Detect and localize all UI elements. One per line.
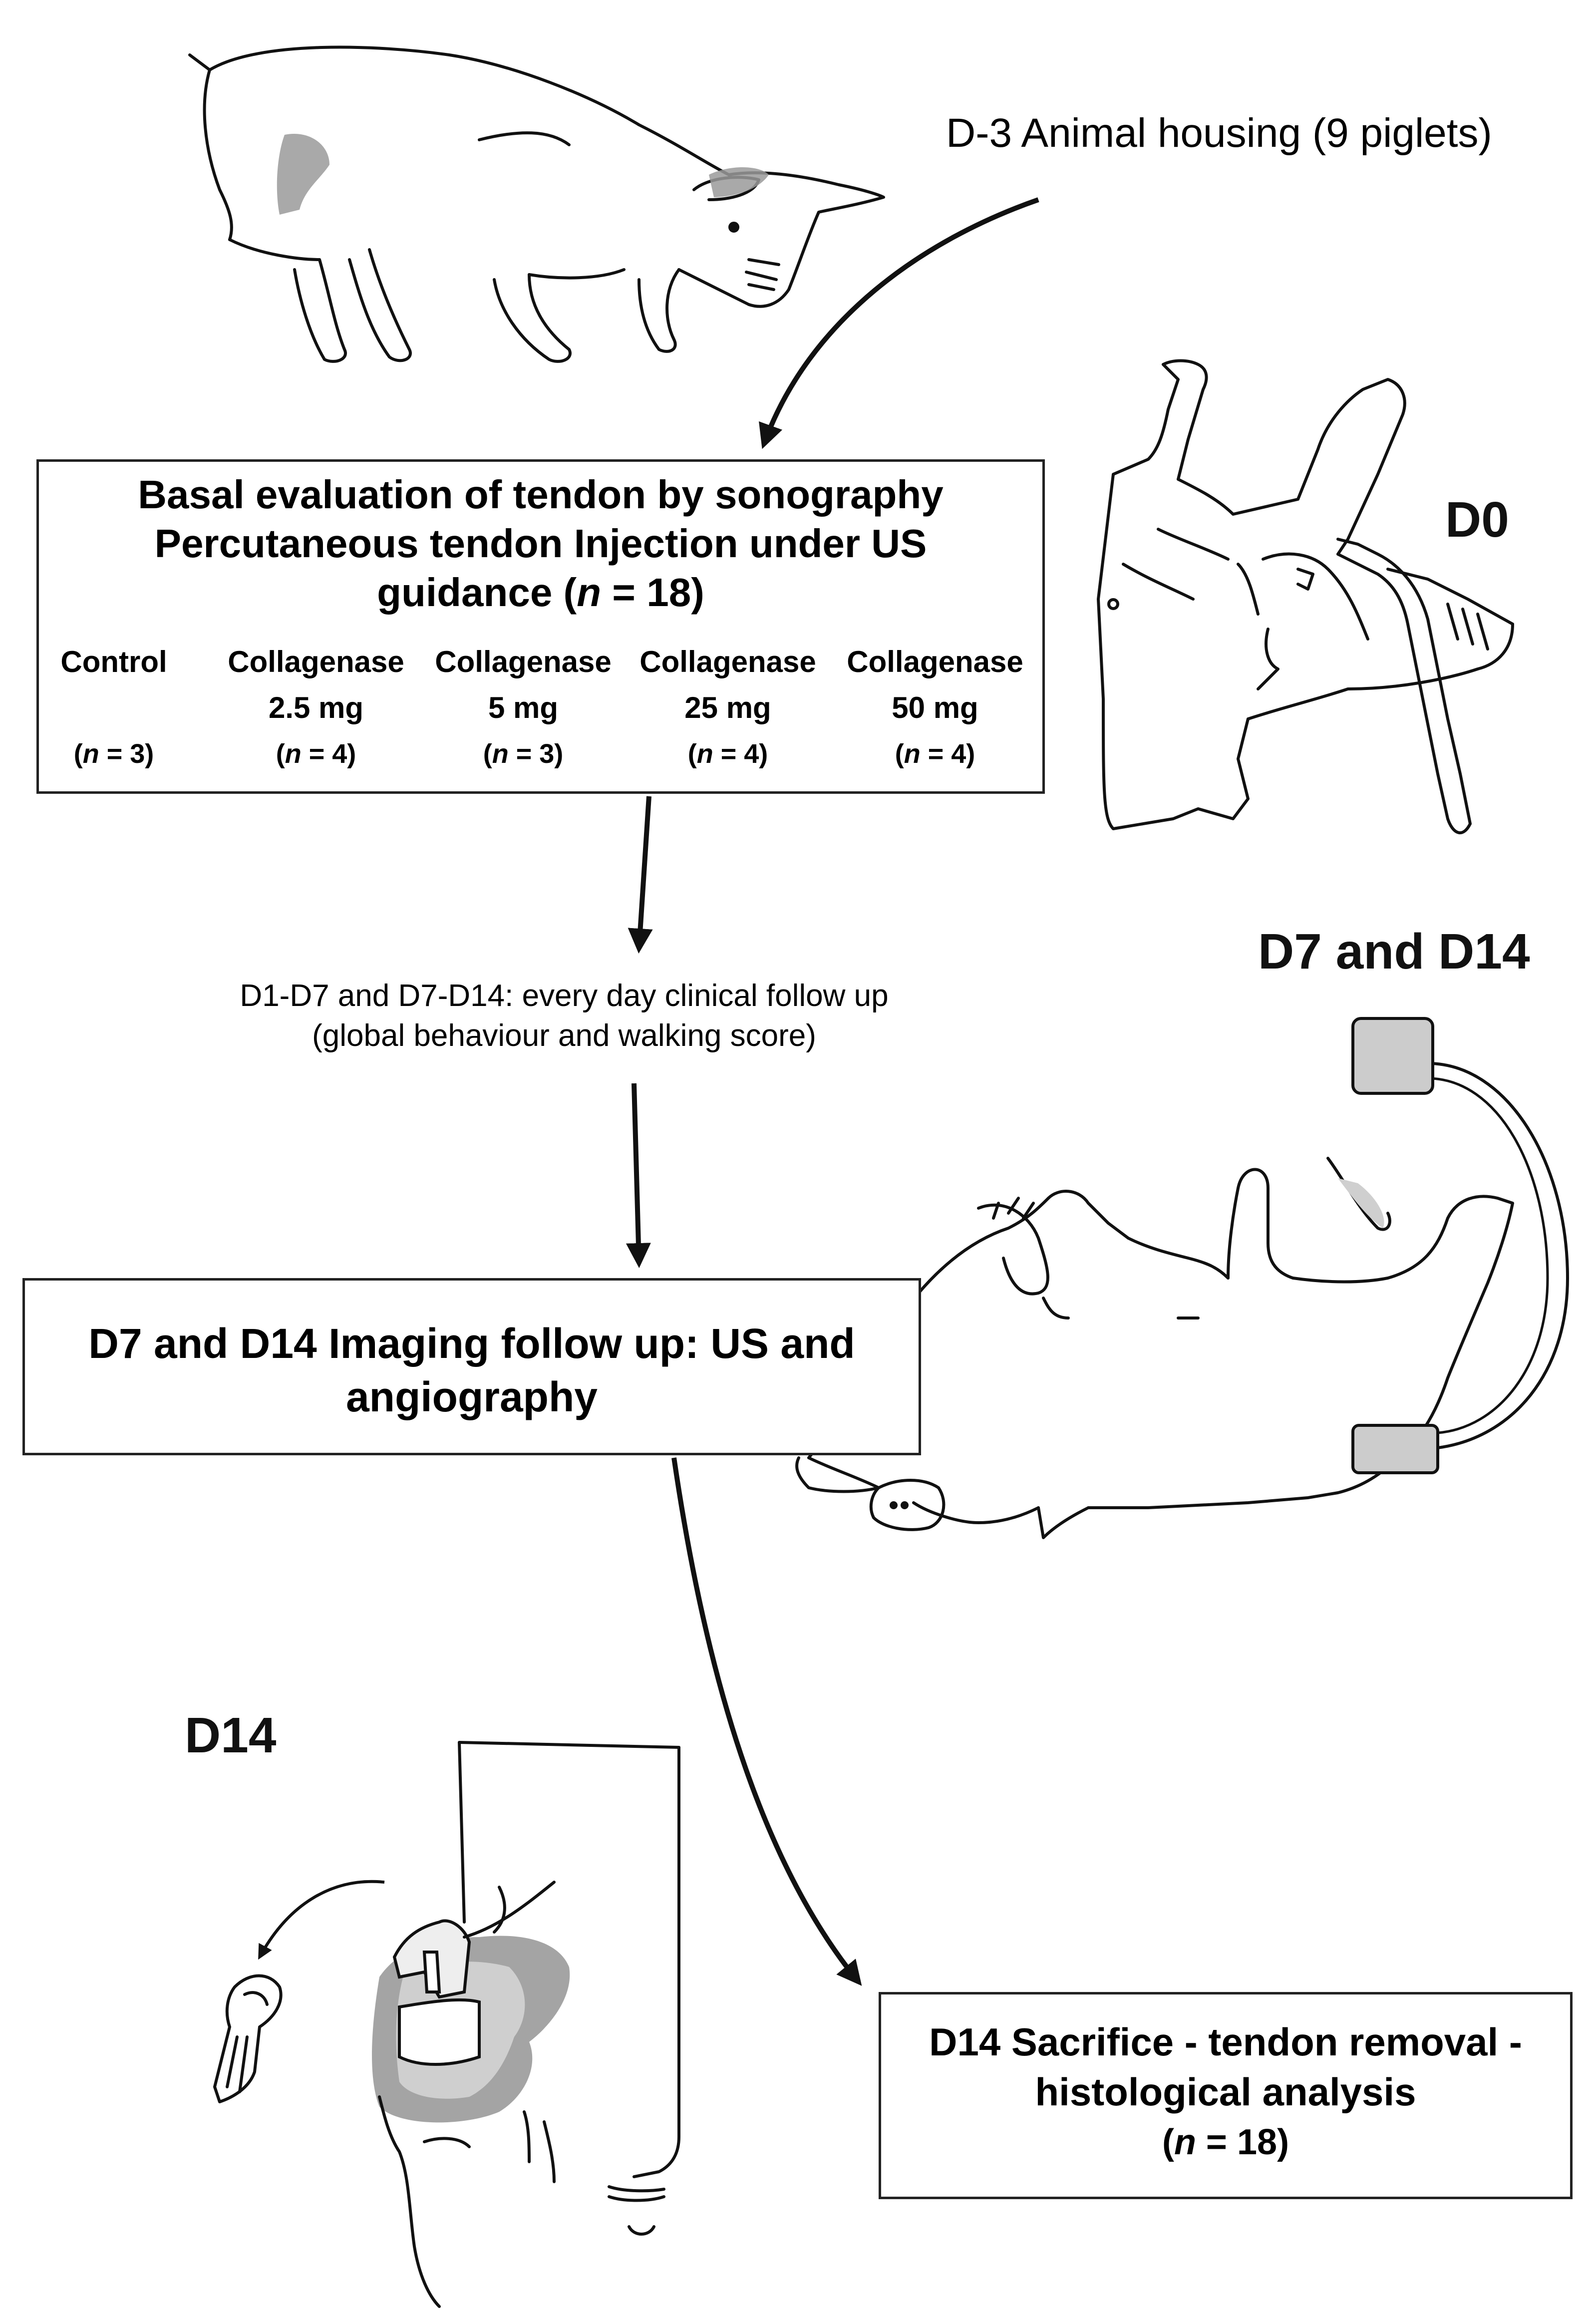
sacrifice-line1: D14 Sacrifice - tendon removal - [929, 2020, 1522, 2064]
snout-nostril-left [890, 1501, 898, 1509]
piglet-shoulder-shading [277, 134, 329, 215]
removal-arrow [258, 1880, 385, 1960]
lying-piglet-ear-shading [1338, 1178, 1384, 1228]
followup-line2: (global behaviour and walking score) [312, 1018, 816, 1053]
group-collagenase-50mg: Collagenase 50 mg (n = 4) [830, 639, 1040, 777]
group-n: (n = 3) [73, 739, 154, 769]
arrow-imaging-to-sacrifice [671, 1457, 862, 1986]
group-name: Collagenase [639, 645, 816, 678]
arrow-housing-to-basal [759, 197, 1039, 449]
group-n: (n = 4) [276, 739, 356, 769]
basal-title-line1: Basal evaluation of tendon by sonography [138, 472, 944, 517]
n-symbol: n [577, 570, 602, 615]
basal-evaluation-box: Basal evaluation of tendon by sonography… [36, 459, 1045, 794]
group-collagenase-5mg: Collagenase 5 mg (n = 3) [418, 639, 628, 777]
followup-line1: D1-D7 and D7-D14: every day clinical fol… [240, 979, 889, 1013]
imaging-line2: angiography [345, 1373, 598, 1420]
group-name: Collagenase [435, 645, 612, 678]
tendon-specimen-illustration [213, 1974, 283, 2103]
group-dose: 2.5 mg [268, 691, 364, 724]
group-dose [39, 685, 189, 731]
imaging-line1: D7 and D14 Imaging follow up: US and [88, 1320, 855, 1367]
label-d14: D14 [185, 1707, 277, 1763]
basal-title-line3: guidance (n = 18) [39, 570, 1042, 616]
snout-nostril-right [901, 1501, 909, 1509]
group-collagenase-25mg: Collagenase 25 mg (n = 4) [623, 639, 833, 777]
sacrifice-n: (n = 18) [1162, 2122, 1289, 2162]
group-name: Control [60, 645, 167, 678]
basal-n-value: = 18) [601, 570, 704, 615]
group-n: (n = 4) [687, 739, 768, 769]
shoulder-dissection-illustration [372, 1919, 570, 2123]
group-n: (n = 3) [483, 739, 564, 769]
imaging-followup-box: D7 and D14 Imaging follow up: US and ang… [22, 1278, 921, 1455]
group-name: Collagenase [228, 645, 404, 678]
sacrifice-box: D14 Sacrifice - tendon removal - histolo… [879, 1992, 1573, 2199]
label-d7-d14: D7 and D14 [1258, 924, 1530, 980]
group-name: Collagenase [847, 645, 1023, 678]
arrow-basal-to-followup [628, 796, 653, 954]
group-dose: 50 mg [892, 691, 978, 724]
housing-step-text: D-3 Animal housing (9 piglets) [946, 110, 1492, 156]
piglet-ear-shading [709, 167, 769, 197]
basal-guidance-text: guidance ( [377, 570, 577, 615]
group-dose: 25 mg [684, 691, 771, 724]
piglet-lying-illustration [795, 1157, 1514, 1539]
sacrifice-line2: histological analysis [1035, 2070, 1416, 2114]
shoulder-injection-illustration [1097, 359, 1514, 835]
group-collagenase-2-5mg: Collagenase 2.5 mg (n = 4) [211, 639, 421, 777]
group-control: Control (n = 3) [39, 639, 189, 777]
angiography-device [1351, 1017, 1570, 1474]
shoulder-dissection-outline [378, 1741, 680, 2308]
label-d0: D0 [1445, 492, 1509, 548]
group-n: (n = 4) [895, 739, 975, 769]
basal-title-line2: Percutaneous tendon Injection under US [154, 521, 927, 566]
followup-step-text: D1-D7 and D7-D14: every day clinical fol… [115, 976, 1013, 1056]
arrow-followup-to-imaging [626, 1083, 651, 1268]
group-dose: 5 mg [488, 691, 559, 724]
